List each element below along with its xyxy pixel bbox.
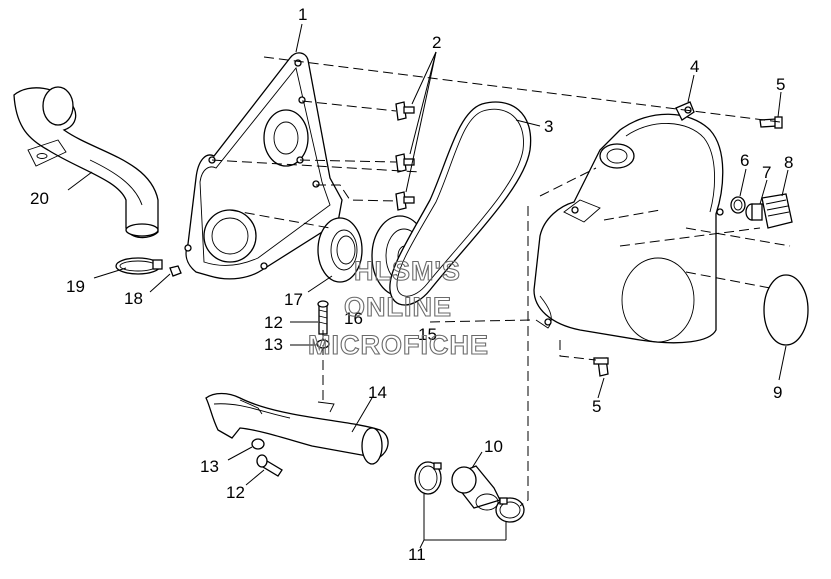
label-part-9: 9 xyxy=(773,383,782,402)
gasket-disc-part xyxy=(763,274,809,346)
watermark-line-2: ONLINE xyxy=(344,292,452,322)
watermark-line-1: HLSM'S xyxy=(354,256,461,286)
label-part-6: 6 xyxy=(740,151,749,170)
label-part-10: 10 xyxy=(484,437,503,456)
cover-bolt-bottom-part xyxy=(593,357,609,377)
label-part-8: 8 xyxy=(784,153,793,172)
label-part-19: 19 xyxy=(66,277,85,296)
label-part-15: 15 xyxy=(418,325,437,344)
label-part-12-lower: 12 xyxy=(226,483,245,502)
clamp-pair-part xyxy=(414,461,525,523)
fill-plug-part xyxy=(745,203,763,221)
outer-cover-part xyxy=(533,101,724,344)
label-part-7: 7 xyxy=(762,163,771,182)
watermark-line-3: MICROFICHE xyxy=(308,330,489,360)
hose-clamp-part xyxy=(115,257,163,275)
watermark: HLSM'S ONLINE MICROFICHE xyxy=(307,255,489,360)
decal-part xyxy=(761,193,793,229)
seal-part xyxy=(317,217,363,283)
label-part-17: 17 xyxy=(284,290,303,309)
label-part-13-lower: 13 xyxy=(200,457,219,476)
label-part-11: 11 xyxy=(408,545,426,564)
label-part-2: 2 xyxy=(432,33,441,52)
inner-cover-part xyxy=(184,52,343,280)
label-part-20: 20 xyxy=(30,189,49,208)
label-part-3: 3 xyxy=(544,117,553,136)
plug-part xyxy=(169,265,182,277)
part-labels: 1 2 3 4 5 6 7 8 9 5 10 11 12 13 13 12 14… xyxy=(30,5,793,564)
label-part-14: 14 xyxy=(368,383,387,402)
label-part-4: 4 xyxy=(690,57,699,76)
cover-bolt-top-part xyxy=(759,116,783,129)
label-part-16: 16 xyxy=(344,309,363,328)
drive-belt-part xyxy=(389,101,532,306)
bolt-set-part xyxy=(395,101,415,211)
label-part-13-upper: 13 xyxy=(264,335,283,354)
o-ring-part xyxy=(730,196,746,214)
label-part-18: 18 xyxy=(124,289,143,308)
bolt-lower-part xyxy=(251,438,283,477)
label-part-12-upper: 12 xyxy=(264,313,283,332)
boot-part xyxy=(451,465,501,511)
label-part-5-top: 5 xyxy=(776,75,785,94)
label-part-1: 1 xyxy=(298,5,307,24)
label-part-5-bottom: 5 xyxy=(592,397,601,416)
intake-duct-part xyxy=(13,86,159,239)
lower-duct-part xyxy=(205,392,389,465)
leader-lines xyxy=(67,23,789,549)
assembly-lines xyxy=(211,56,791,507)
